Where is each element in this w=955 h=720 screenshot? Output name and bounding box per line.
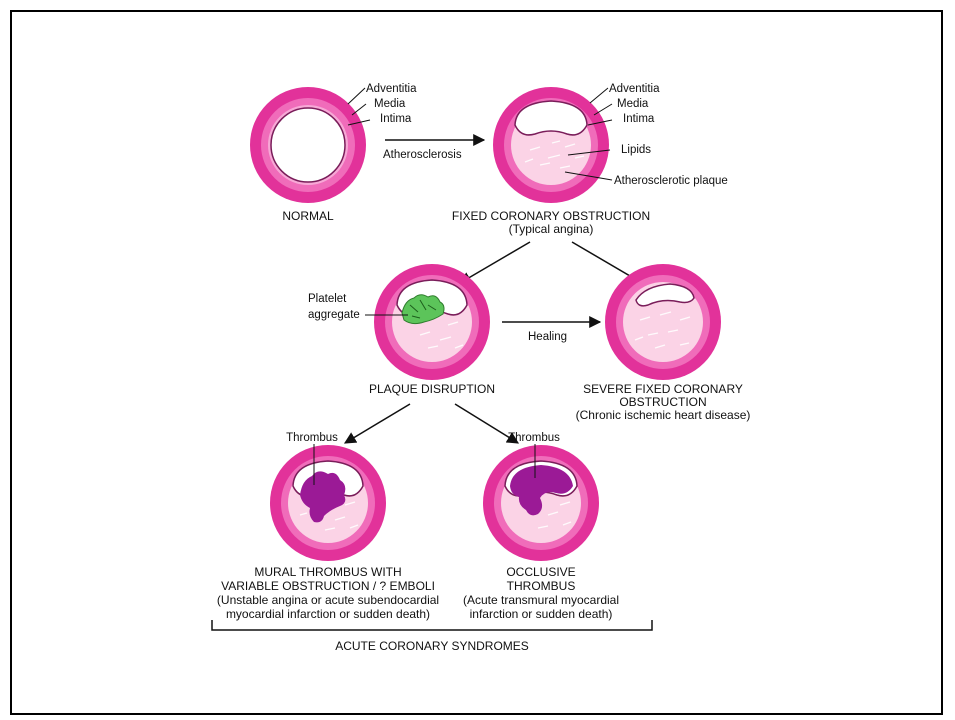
occlusive-subtitle-line2: infarction or sudden death)	[470, 607, 613, 621]
thrombus-right-label: Thrombus	[508, 432, 560, 444]
mural-subtitle-line1: (Unstable angina or acute subendocardial	[217, 593, 439, 607]
fixed-adventitia-label: Adventitia	[609, 83, 660, 95]
mural-subtitle-line2: myocardial infarction or sudden death)	[226, 607, 430, 621]
normal-intima-label: Intima	[380, 113, 412, 125]
mural-title-line1: MURAL THROMBUS WITH	[254, 565, 401, 579]
normal-adventitia-label: Adventitia	[366, 83, 417, 95]
mural-title-line2: VARIABLE OBSTRUCTION / ? EMBOLI	[221, 579, 435, 593]
fixed-title: FIXED CORONARY OBSTRUCTION	[452, 209, 650, 223]
thrombus-left-label: Thrombus	[286, 432, 338, 444]
platelet-label-line2: aggregate	[308, 309, 360, 321]
normal-title: NORMAL	[282, 209, 334, 223]
vessel-normal	[250, 87, 366, 203]
arrow-to-disruption	[460, 242, 530, 283]
severe-title-line1: SEVERE FIXED CORONARY	[583, 382, 743, 396]
arrow-atherosclerosis-label: Atherosclerosis	[383, 149, 462, 161]
platelet-label-line1: Platelet	[308, 293, 347, 305]
vessel-mural-thrombus	[270, 445, 386, 561]
lipids-label: Lipids	[621, 144, 651, 156]
occlusive-subtitle-line1: (Acute transmural myocardial	[463, 593, 619, 607]
fixed-intima-label: Intima	[623, 113, 655, 125]
severe-subtitle: (Chronic ischemic heart disease)	[576, 408, 751, 422]
acute-syndromes-label: ACUTE CORONARY SYNDROMES	[335, 639, 529, 653]
severe-title-line2: OBSTRUCTION	[619, 395, 706, 409]
arrow-healing-label: Healing	[528, 331, 567, 343]
occlusive-title-line1: OCCLUSIVE	[506, 565, 575, 579]
normal-media-label: Media	[374, 98, 406, 110]
arrow-to-mural	[345, 404, 410, 443]
vessel-occlusive-thrombus	[483, 445, 599, 561]
vessel-plaque-disruption	[374, 264, 490, 380]
disruption-title: PLAQUE DISRUPTION	[369, 382, 495, 396]
fixed-media-label: Media	[617, 98, 649, 110]
plaque-label: Atherosclerotic plaque	[614, 175, 728, 187]
vessel-fixed-obstruction	[493, 87, 609, 203]
fixed-subtitle: (Typical angina)	[509, 222, 594, 236]
vessel-severe-fixed	[605, 264, 721, 380]
acute-syndromes-bracket	[212, 620, 652, 630]
occlusive-title-line2: THROMBUS	[507, 579, 576, 593]
